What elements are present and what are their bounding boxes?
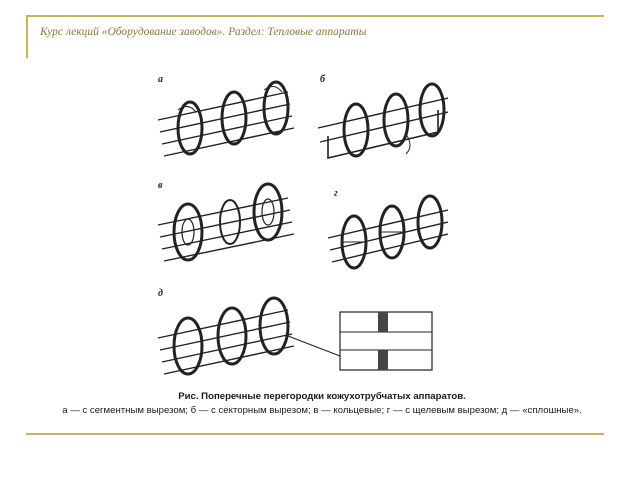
page-header: Курс лекций «Оборудование заводов». Разд… <box>40 26 367 38</box>
baffles-figure: а б в г д <box>148 70 448 380</box>
left-rule <box>26 15 28 58</box>
baffles-drawing <box>157 80 448 376</box>
top-rule <box>26 15 604 17</box>
panel-label-d: д <box>158 288 163 299</box>
caption-text: а — с сегментным вырезом; б — с секторны… <box>62 405 582 416</box>
panel-b-drawing <box>317 82 448 160</box>
panel-d-drawing <box>157 296 433 376</box>
panel-label-a: а <box>158 74 163 85</box>
figure-caption: Рис. Поперечные перегородки кожухотрубча… <box>40 390 604 418</box>
panel-label-g: г <box>334 188 338 199</box>
panel-label-b: б <box>320 74 325 85</box>
caption-title: Рис. Поперечные перегородки кожухотрубча… <box>178 391 466 402</box>
bottom-rule <box>26 433 604 435</box>
panel-v-drawing <box>157 182 295 262</box>
panel-g-drawing <box>327 194 448 270</box>
panel-label-v: в <box>158 180 163 191</box>
panel-a-drawing <box>157 80 295 157</box>
